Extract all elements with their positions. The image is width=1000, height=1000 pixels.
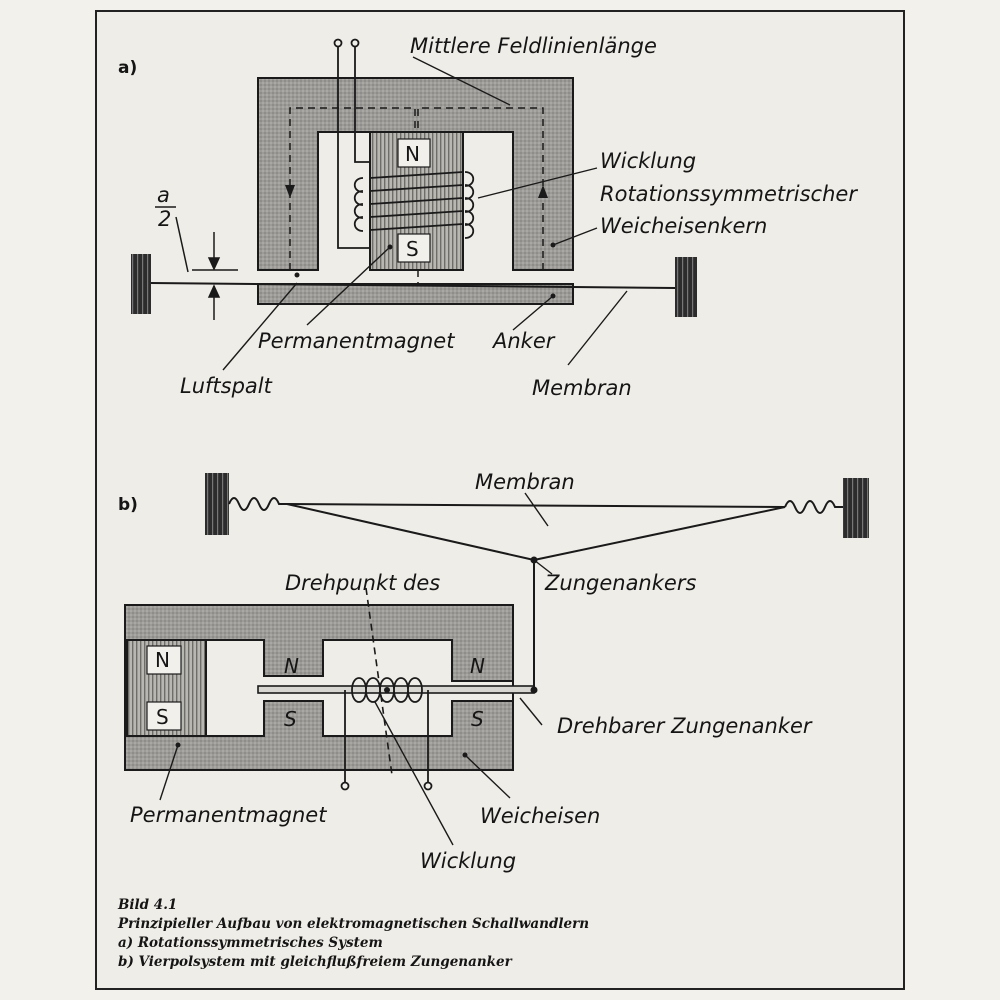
label-air-gap: Luftspalt bbox=[180, 374, 273, 398]
section-label-b: b) bbox=[118, 495, 138, 515]
label-reed-armature: Drehbarer Zungenanker bbox=[557, 714, 813, 738]
figure-caption: Bild 4.1 Prinzipieller Aufbau von elektr… bbox=[118, 896, 878, 972]
caption-line-1: Prinzipieller Aufbau von elektromagnetis… bbox=[118, 916, 590, 932]
label-field-length: Mittlere Feldlinienlänge bbox=[410, 34, 657, 58]
gap-denominator-label: 2 bbox=[158, 207, 171, 231]
reed-armature-b bbox=[257, 685, 535, 694]
field-arrow-right bbox=[538, 185, 548, 198]
label-pivot-line2: Zungenankers bbox=[544, 571, 696, 595]
section-label-a: a) bbox=[118, 58, 137, 78]
field-arrow-left bbox=[285, 185, 295, 198]
pole-n-label-a: N bbox=[405, 142, 420, 166]
label-winding-a: Wicklung bbox=[600, 149, 696, 173]
label-magnet-a: Permanentmagnet bbox=[258, 329, 455, 353]
wall-right-a bbox=[675, 257, 697, 317]
soft-iron-core-a bbox=[257, 77, 574, 271]
pivot-line-b bbox=[365, 587, 393, 776]
pole-n-left-b: N bbox=[284, 654, 299, 678]
pole-s-right-b: S bbox=[471, 707, 484, 731]
leader-lines-b bbox=[159, 492, 553, 846]
membrane-b bbox=[228, 497, 843, 690]
label-core-line1: Rotationssymmetrischer bbox=[600, 182, 858, 206]
pole-n-right-b: N bbox=[470, 654, 485, 678]
caption-title: Bild 4.1 bbox=[118, 897, 178, 913]
wall-left-b bbox=[205, 473, 229, 535]
label-pivot-line1: Drehpunkt des bbox=[285, 571, 440, 595]
permanent-magnet-a bbox=[369, 131, 464, 271]
terminal-a-1 bbox=[333, 38, 343, 48]
magnet-n-label-b: N bbox=[155, 648, 170, 672]
terminal-a-2 bbox=[350, 38, 360, 48]
permanent-magnet-b bbox=[126, 639, 207, 737]
winding-a bbox=[337, 45, 475, 249]
caption-line-2: a) Rotationssymmetrisches System bbox=[118, 935, 383, 951]
gap-numerator-label: a bbox=[157, 183, 170, 207]
label-membrane-b: Membran bbox=[475, 470, 575, 494]
gap-dimension-a bbox=[155, 206, 238, 320]
label-winding-b: Wicklung bbox=[420, 849, 516, 873]
armature-a bbox=[257, 283, 574, 305]
caption-line-3: b) Vierpolsystem mit gleichflußfreiem Zu… bbox=[118, 954, 512, 970]
pole-s-label-a: S bbox=[406, 237, 419, 261]
pole-s-left-b: S bbox=[284, 707, 297, 731]
wall-left-a bbox=[131, 254, 151, 314]
label-soft-iron: Weicheisen bbox=[480, 804, 600, 828]
magnet-s-label-b: S bbox=[156, 705, 169, 729]
wall-right-b bbox=[843, 478, 869, 538]
winding-b bbox=[344, 677, 429, 783]
leader-lines-a bbox=[222, 56, 628, 371]
label-armature-a: Anker bbox=[491, 329, 556, 353]
label-membrane-a: Membran bbox=[532, 376, 632, 400]
label-core-line2: Weicheisenkern bbox=[600, 214, 767, 238]
label-magnet-b: Permanentmagnet bbox=[130, 803, 327, 827]
membrane-a bbox=[149, 282, 676, 289]
